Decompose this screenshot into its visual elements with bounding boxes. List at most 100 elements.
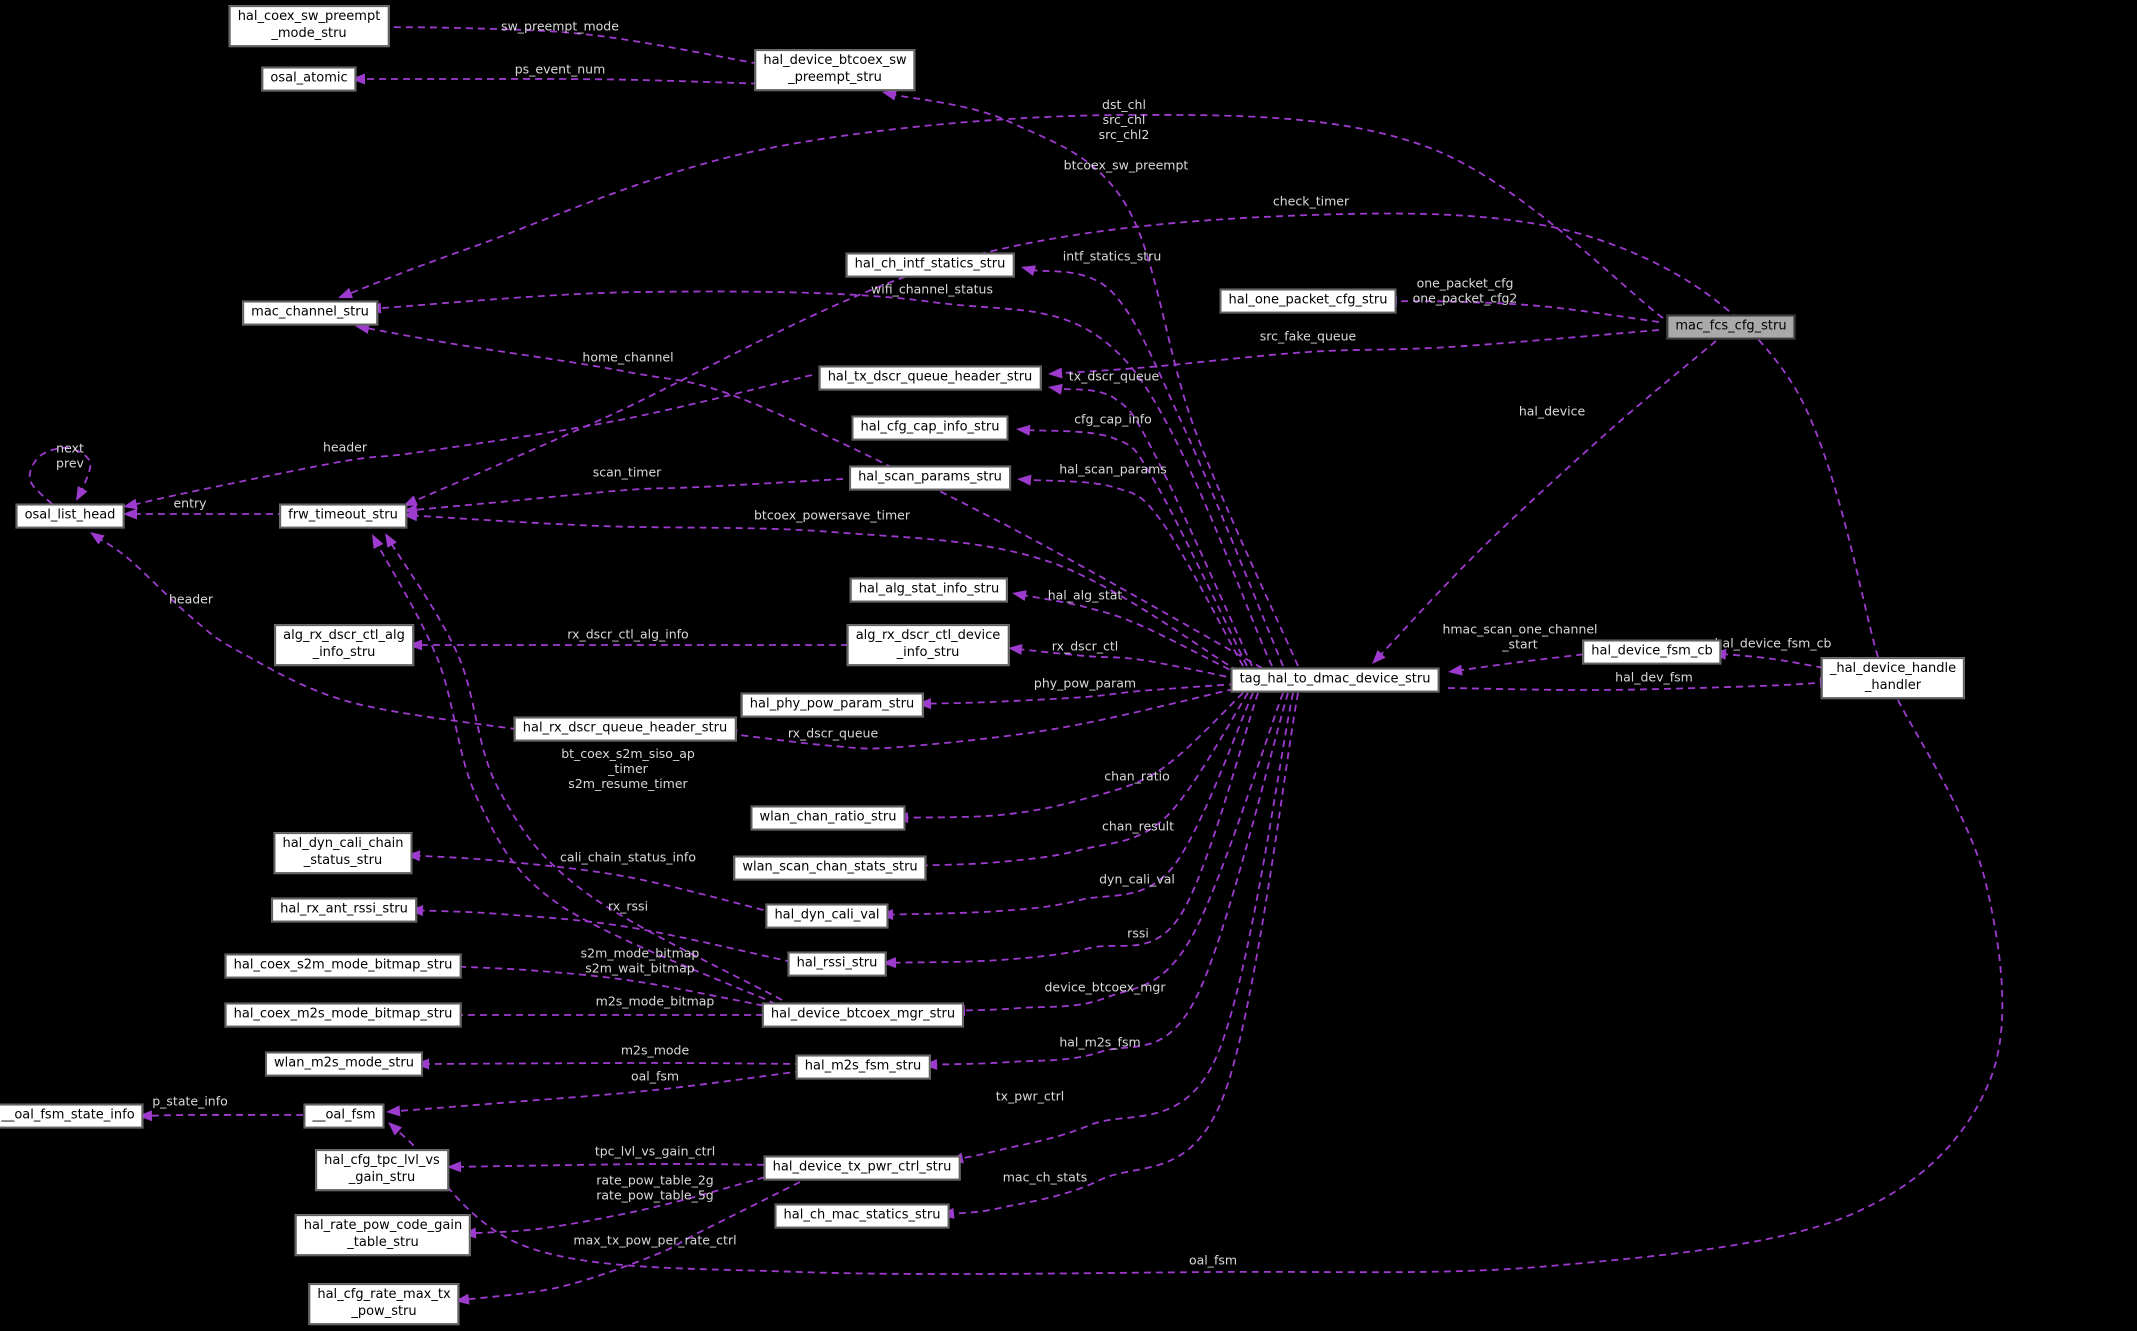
edge-label-btcoex_sw_preempt: btcoex_sw_preempt <box>1063 157 1189 173</box>
arrowhead-icon <box>385 533 397 548</box>
edge-_hal_device_handle_handler--frw_timeout_stru <box>411 212 1879 658</box>
edge-hal_device_tx_pwr_ctrl_stru--hal_cfg_tpc_lvl_vs_gain_stru <box>456 1163 777 1168</box>
node-__oal_fsm_state_info[interactable]: __oal_fsm_state_info <box>0 1103 144 1129</box>
edge-tag_hal_to_dmac_device_stru--wlan_scan_chan_stats_stru <box>919 692 1249 867</box>
edge-hal_device_btcoex_sw_preempt_stru--osal_atomic <box>361 78 771 85</box>
edge-label-oal_fsm: oal_fsm <box>630 1068 680 1084</box>
node-alg_rx_dscr_ctl_alg_info_stru[interactable]: alg_rx_dscr_ctl_alg _info_stru <box>274 624 414 666</box>
node-hal_one_packet_cfg_stru[interactable]: hal_one_packet_cfg_stru <box>1219 288 1397 314</box>
edge-label-tx_dscr_queue: tx_dscr_queue <box>1068 368 1160 384</box>
edge-label-header: header <box>168 591 214 607</box>
node-wlan_m2s_mode_stru[interactable]: wlan_m2s_mode_stru <box>265 1051 423 1077</box>
edge-tag_hal_to_dmac_device_stru--hal_ch_mac_statics_stru <box>949 692 1299 1215</box>
edge-tag_hal_to_dmac_device_stru--hal_tx_dscr_queue_header_stru <box>1057 387 1253 667</box>
node-hal_device_fsm_cb[interactable]: hal_device_fsm_cb <box>1582 639 1722 665</box>
edge-label-cali_chain_status_info: cali_chain_status_info <box>560 849 696 865</box>
node-hal_scan_params_stru[interactable]: hal_scan_params_stru <box>849 465 1011 491</box>
node-mac_channel_stru[interactable]: mac_channel_stru <box>242 300 378 326</box>
edge-label-scan_timer: scan_timer <box>592 464 662 480</box>
node-hal_tx_dscr_queue_header_stru[interactable]: hal_tx_dscr_queue_header_stru <box>818 365 1042 391</box>
edge-label-check_timer: check_timer <box>1272 193 1350 209</box>
edge-_hal_device_handle_handler--__oal_fsm <box>393 699 2004 1275</box>
node-wlan_chan_ratio_stru[interactable]: wlan_chan_ratio_stru <box>750 805 906 831</box>
node-osal_list_head[interactable]: osal_list_head <box>15 503 125 529</box>
arrowhead-icon <box>882 957 897 969</box>
arrowhead-icon <box>355 323 370 334</box>
node-wlan_scan_chan_stats_stru[interactable]: wlan_scan_chan_stats_stru <box>733 855 927 881</box>
node-hal_coex_sw_preempt_mode_stru[interactable]: hal_coex_sw_preempt _mode_stru <box>228 5 390 47</box>
edge-label-tpc_lvl_vs_gain_ctrl: tpc_lvl_vs_gain_ctrl <box>594 1143 716 1159</box>
node-hal_rssi_stru[interactable]: hal_rssi_stru <box>787 951 887 977</box>
node-hal_device_btcoex_sw_preempt_stru[interactable]: hal_device_btcoex_sw _preempt_stru <box>754 49 916 91</box>
arrowhead-icon <box>1016 424 1031 436</box>
node-hal_coex_s2m_mode_bitmap_stru[interactable]: hal_coex_s2m_mode_bitmap_stru <box>224 953 462 979</box>
edge-hal_device_btcoex_mgr_stru--frw_timeout_stru <box>389 541 783 1001</box>
node-hal_cfg_rate_max_tx_pow_stru[interactable]: hal_cfg_rate_max_tx _pow_stru <box>308 1283 460 1325</box>
arrowhead-icon <box>123 508 137 520</box>
edge-label-rx_rssi: rx_rssi <box>607 898 649 914</box>
node-hal_ch_mac_statics_stru[interactable]: hal_ch_mac_statics_stru <box>774 1203 950 1229</box>
arrowhead-icon <box>917 698 932 710</box>
edge-label-home_channel: home_channel <box>582 349 674 365</box>
edge-tag_hal_to_dmac_device_stru--hal_rx_dscr_queue_header_stru <box>732 688 1235 750</box>
arrowhead-icon <box>1017 474 1032 486</box>
node-hal_cfg_cap_info_stru[interactable]: hal_cfg_cap_info_stru <box>851 415 1009 441</box>
edge-tag_hal_to_dmac_device_stru--hal_cfg_cap_info_stru <box>1025 429 1248 667</box>
edge-label-tx_pwr_ctrl: tx_pwr_ctrl <box>995 1088 1065 1104</box>
node-tag_hal_to_dmac_device_stru[interactable]: tag_hal_to_dmac_device_stru <box>1230 667 1440 693</box>
node-hal_dyn_cali_val[interactable]: hal_dyn_cali_val <box>765 903 889 929</box>
arrowhead-icon <box>90 532 105 545</box>
edge-label-hal_alg_stat: hal_alg_stat <box>1047 587 1123 603</box>
node-osal_atomic[interactable]: osal_atomic <box>261 66 357 92</box>
edge-label-header: header <box>322 439 368 455</box>
edge-tag_hal_to_dmac_device_stru--hal_alg_stat_info_stru <box>1021 593 1241 676</box>
node-alg_rx_dscr_ctl_device_info_stru[interactable]: alg_rx_dscr_ctl_device _info_stru <box>846 624 1010 666</box>
edge-label-hmac_scan_one_channel: hmac_scan_one_channel _start <box>1442 621 1598 652</box>
node-mac_fcs_cfg_stru[interactable]: mac_fcs_cfg_stru <box>1666 314 1796 340</box>
edge-hal_tx_dscr_queue_header_stru--osal_list_head <box>132 374 813 506</box>
edge-tag_hal_to_dmac_device_stru--hal_dyn_cali_val <box>888 692 1254 916</box>
edge-hal_device_tx_pwr_ctrl_stru--hal_cfg_rate_max_tx_pow_stru <box>464 1181 801 1301</box>
arrowhead-icon <box>1012 590 1027 602</box>
arrowhead-icon <box>138 1110 153 1122</box>
edge-mac_fcs_cfg_stru--tag_hal_to_dmac_device_stru <box>1378 340 1717 658</box>
node-hal_phy_pow_param_stru[interactable]: hal_phy_pow_param_stru <box>740 692 924 718</box>
node-hal_cfg_tpc_lvl_vs_gain_stru[interactable]: hal_cfg_tpc_lvl_vs _gain_stru <box>315 1149 449 1191</box>
node-hal_alg_stat_info_stru[interactable]: hal_alg_stat_info_stru <box>849 577 1009 603</box>
node-hal_device_btcoex_mgr_stru[interactable]: hal_device_btcoex_mgr_stru <box>761 1002 965 1028</box>
arrowhead-icon <box>447 1161 462 1173</box>
node-hal_rate_pow_code_gain_table_stru[interactable]: hal_rate_pow_code_gain _table_stru <box>294 1214 472 1256</box>
arrowhead-icon <box>1448 664 1463 676</box>
edge-label-hal_dev_fsm: hal_dev_fsm <box>1615 669 1693 685</box>
edge-label-device_btcoex_mgr: device_btcoex_mgr <box>1044 979 1166 995</box>
arrowhead-icon <box>1008 643 1023 655</box>
node-__oal_fsm[interactable]: __oal_fsm <box>303 1103 385 1129</box>
edge-label-chan_result: chan_result <box>1102 818 1174 834</box>
node-hal_rx_dscr_queue_header_stru[interactable]: hal_rx_dscr_queue_header_stru <box>513 716 737 742</box>
node-frw_timeout_stru[interactable]: frw_timeout_stru <box>279 503 407 529</box>
edge-tag_hal_to_dmac_device_stru--hal_m2s_fsm_stru <box>932 692 1289 1066</box>
edge-label-max_tx_pow_per_rate_ctrl: max_tx_pow_per_rate_ctrl <box>573 1232 737 1248</box>
node-hal_dyn_cali_chain_status_stru[interactable]: hal_dyn_cali_chain _status_stru <box>273 832 413 874</box>
edge-label-next: next prev <box>56 440 84 471</box>
arrowhead-icon <box>1048 367 1063 379</box>
arrowhead-icon <box>403 495 419 506</box>
edge-label-btcoex_powersave_timer: btcoex_powersave_timer <box>754 507 910 523</box>
arrowhead-icon <box>351 73 365 85</box>
node-hal_ch_intf_statics_stru[interactable]: hal_ch_intf_statics_stru <box>845 252 1015 278</box>
node-hal_device_tx_pwr_ctrl_stru[interactable]: hal_device_tx_pwr_ctrl_stru <box>763 1155 961 1181</box>
node-_hal_device_handle_handler[interactable]: _hal_device_handle _handler <box>1820 657 1966 699</box>
edge-hal_m2s_fsm_stru--wlan_m2s_mode_stru <box>424 1062 803 1065</box>
node-hal_rx_ant_rssi_stru[interactable]: hal_rx_ant_rssi_stru <box>271 897 417 923</box>
edge-mac_fcs_cfg_stru--mac_channel_stru <box>347 114 1664 319</box>
edge-label-dyn_cali_val: dyn_cali_val <box>1099 871 1175 887</box>
edge-label-s2m_mode_bitmap: s2m_mode_bitmap s2m_wait_bitmap <box>580 945 700 976</box>
edge-tag_hal_to_dmac_device_stru--hal_ch_intf_statics_stru <box>1030 268 1284 667</box>
node-hal_m2s_fsm_stru[interactable]: hal_m2s_fsm_stru <box>795 1054 931 1080</box>
edge-tag_hal_to_dmac_device_stru--hal_device_btcoex_mgr_stru <box>960 692 1284 1012</box>
node-hal_coex_m2s_mode_bitmap_stru[interactable]: hal_coex_m2s_mode_bitmap_stru <box>224 1002 462 1028</box>
edge-label-rx_dscr_queue: rx_dscr_queue <box>787 725 879 741</box>
edge-tag_hal_to_dmac_device_stru--hal_device_tx_pwr_ctrl_stru <box>958 692 1294 1160</box>
edge-label-phy_pow_param: phy_pow_param <box>1033 675 1137 691</box>
